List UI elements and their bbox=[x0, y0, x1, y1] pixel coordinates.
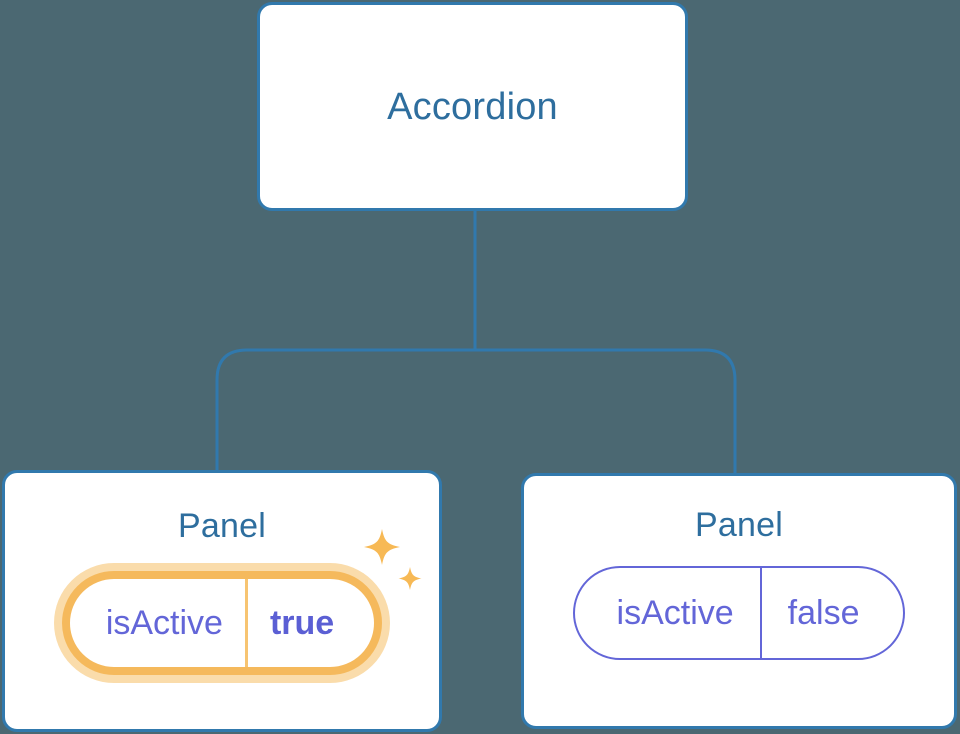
prop-value: true bbox=[269, 604, 335, 642]
node-panel-inactive[interactable]: Panel isActive false bbox=[521, 473, 957, 729]
connector-to-left-panel bbox=[215, 348, 475, 471]
prop-pill-isactive-true[interactable]: isActive true bbox=[61, 571, 383, 675]
prop-key: isActive bbox=[70, 579, 248, 667]
node-panel-active-title: Panel bbox=[178, 507, 266, 545]
sparkle-large-icon bbox=[364, 529, 401, 565]
prop-key: isActive bbox=[575, 568, 762, 658]
node-accordion[interactable]: Accordion bbox=[257, 2, 688, 211]
sparkle-small-icon bbox=[398, 567, 422, 590]
prop-pill-inactive-wrap: isActive false bbox=[572, 566, 906, 660]
node-panel-inactive-title: Panel bbox=[695, 506, 783, 544]
node-panel-active[interactable]: Panel isActive true bbox=[2, 470, 442, 732]
node-accordion-title: Accordion bbox=[387, 85, 558, 128]
prop-value: false bbox=[787, 594, 860, 632]
connector-to-right-panel bbox=[475, 348, 737, 474]
prop-pill-isactive-false[interactable]: isActive false bbox=[572, 566, 906, 660]
prop-pill-active-wrap: isActive true bbox=[61, 529, 422, 675]
